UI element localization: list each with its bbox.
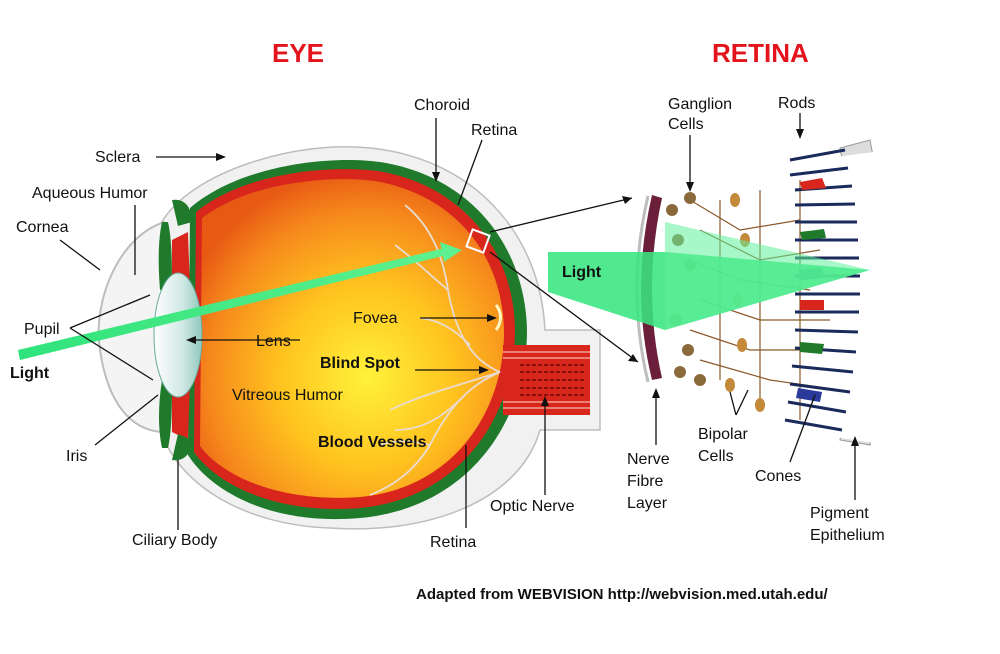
ciliary-body [172,199,192,226]
label-bipolar-1: Bipolar [698,426,748,443]
label-iris: Iris [66,448,87,465]
label-cones: Cones [755,468,801,485]
label-pupil: Pupil [24,321,60,338]
eye-leader-lines [59,118,549,530]
label-ganglion-1: Ganglion [668,96,732,113]
label-aqueous-humor: Aqueous Humor [32,185,148,202]
label-blood-vessels: Blood Vessels [318,434,427,451]
label-light-eye: Light [10,365,50,382]
label-choroid: Choroid [414,97,470,114]
label-bipolar-2: Cells [698,448,734,465]
cone-red [800,178,826,190]
label-nerve-1: Nerve [627,451,670,468]
eyeball [18,146,601,530]
cone-green [800,229,826,240]
label-pigment-2: Epithelium [810,527,885,544]
label-ganglion-2: Cells [668,116,704,133]
label-retina-top: Retina [471,122,517,139]
label-nerve-3: Layer [627,495,668,512]
label-rods: Rods [778,95,815,112]
retina-panel [548,139,890,446]
optic-nerve [503,345,590,415]
blood-vessels [369,204,501,496]
lens [153,272,203,398]
label-light-retina: Light [562,264,602,281]
label-vitreous-humor: Vitreous Humor [232,387,344,404]
label-pigment-1: Pigment [810,505,869,522]
label-ciliary-body: Ciliary Body [132,532,217,549]
zoom-line-bottom [489,251,639,363]
label-optic-nerve: Optic Nerve [490,498,575,515]
zoom-line-top [489,197,633,233]
label-nerve-2: Fibre [627,473,664,490]
label-blind-spot: Blind Spot [320,355,401,372]
retina-title: RETINA [712,38,809,68]
label-lens: Lens [256,333,291,350]
source-credit: Adapted from WEBVISION http://webvision.… [416,586,829,603]
retina-leader-lines [652,113,859,500]
fovea-highlight-box [465,228,491,254]
eye-light-beam [18,248,447,360]
eye-title: EYE [272,38,324,68]
label-retina-bottom: Retina [430,534,476,551]
label-fovea: Fovea [353,310,398,327]
label-sclera: Sclera [95,149,140,166]
label-cornea: Cornea [16,219,69,236]
